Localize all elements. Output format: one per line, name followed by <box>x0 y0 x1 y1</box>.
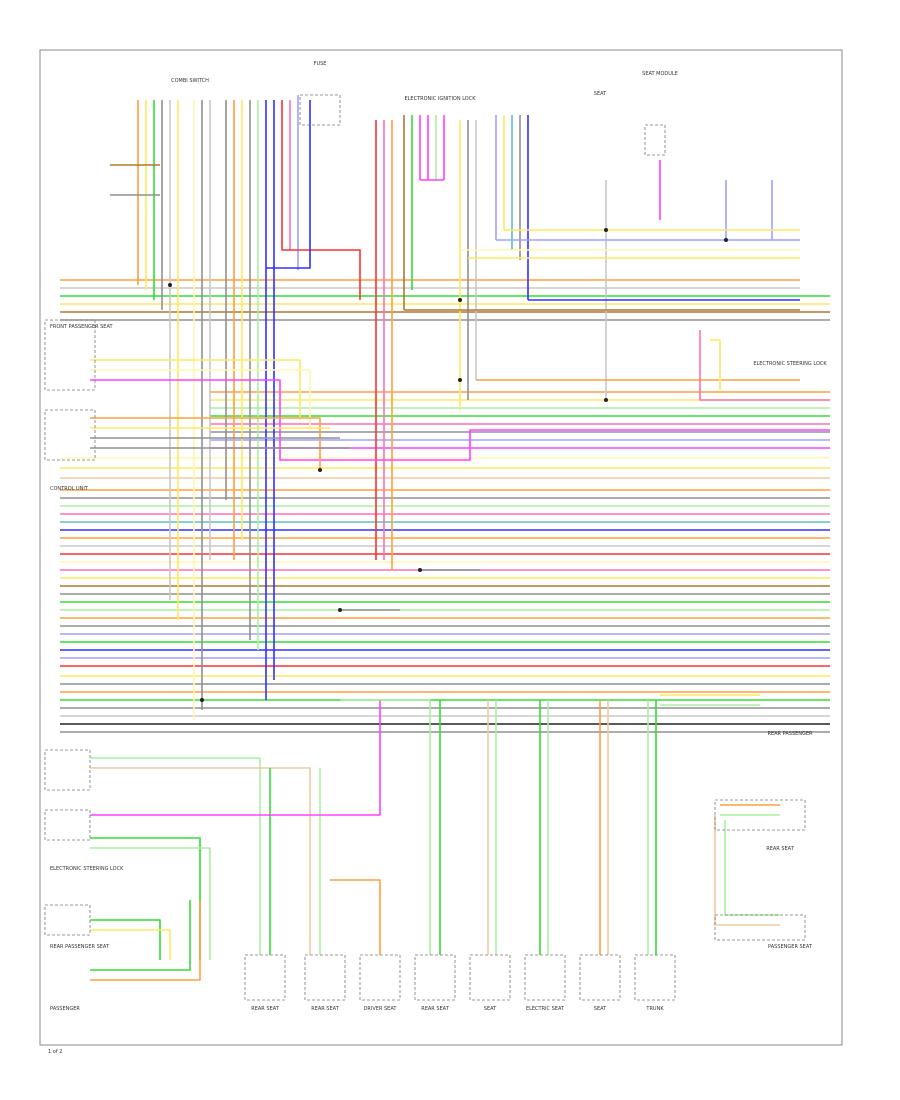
component-box <box>644 124 666 156</box>
component-box <box>304 954 346 1001</box>
component-label: REAR SEAT <box>251 1006 279 1012</box>
component-label: ELECTRONIC IGNITION LOCK <box>404 96 476 102</box>
routed-wire <box>90 417 321 470</box>
routed-wire <box>90 757 261 955</box>
component-box <box>714 799 806 831</box>
diagram-frame <box>39 49 843 1046</box>
component-box <box>44 319 96 391</box>
wires <box>60 95 830 981</box>
component-label: COMBI SWITCH <box>171 78 209 84</box>
routed-wire <box>330 879 381 955</box>
component-label: REAR PASSENGER SEAT <box>50 944 110 950</box>
component-label: SEAT MODULE <box>642 71 678 77</box>
splice-dot <box>724 238 728 242</box>
component-box <box>244 954 286 1001</box>
splice-dot <box>458 298 462 302</box>
component-label: SEAT <box>484 1006 497 1012</box>
component-box <box>714 914 806 941</box>
routed-wire <box>281 248 361 300</box>
component-label: CONTROL UNIT <box>50 486 89 492</box>
splice-dot <box>338 608 342 612</box>
component-label: REAR SEAT <box>311 1006 339 1012</box>
splice-dot <box>318 468 322 472</box>
routed-wire <box>90 837 201 960</box>
component-label: ELECTRONIC STEERING LOCK <box>753 361 827 367</box>
routed-wire <box>724 820 780 916</box>
component-box <box>44 749 91 791</box>
routed-wire <box>266 100 311 269</box>
routed-wire <box>710 339 721 390</box>
routed-wire <box>90 900 201 981</box>
component-label: REAR SEAT <box>766 846 794 852</box>
routed-wire <box>699 330 830 401</box>
component-labels: FRONT PASSENGER SEAT CONTROL UNIT ELECTRON… <box>50 61 827 1012</box>
splice-dot <box>200 698 204 702</box>
component-box <box>299 94 341 126</box>
component-label: REAR PASSENGER <box>768 731 814 737</box>
component-box <box>634 954 676 1001</box>
component-box <box>579 954 621 1001</box>
splice-dot <box>168 283 172 287</box>
splice-dot <box>604 398 608 402</box>
component-box <box>44 809 91 841</box>
component-boxes <box>44 94 806 1001</box>
component-label: SEAT <box>594 91 607 97</box>
component-label: TRUNK <box>645 1006 664 1012</box>
component-box <box>359 954 401 1001</box>
component-label: PASSENGER SEAT <box>768 944 813 950</box>
routed-wire <box>90 847 211 960</box>
component-label: FUSE <box>314 61 327 67</box>
component-label: DRIVER SEAT <box>364 1006 398 1012</box>
routed-wire <box>90 369 311 430</box>
splice-dot <box>418 568 422 572</box>
routed-wire <box>90 700 381 816</box>
component-label: REAR SEAT <box>421 1006 449 1012</box>
splice-dot <box>604 228 608 232</box>
component-box <box>44 904 91 936</box>
component-label: ELECTRIC SEAT <box>526 1006 565 1012</box>
component-box <box>414 954 456 1001</box>
component-label: FRONT PASSENGER SEAT <box>50 324 113 330</box>
routed-wire <box>90 919 161 960</box>
routed-wire <box>90 767 311 955</box>
component-box <box>524 954 566 1001</box>
routed-wire <box>340 699 431 955</box>
routed-wire <box>90 359 301 420</box>
component-box <box>469 954 511 1001</box>
component-label: PASSENGER <box>50 1006 80 1012</box>
component-box <box>44 409 96 461</box>
routed-wire <box>90 379 830 461</box>
component-label: ELECTRONIC STEERING LOCK <box>50 866 124 872</box>
page-label: 1 of 2 <box>48 1049 62 1055</box>
routed-wire <box>90 900 191 971</box>
component-label: SEAT <box>594 1006 607 1012</box>
splice-dot <box>458 378 462 382</box>
routed-wire <box>90 929 171 960</box>
